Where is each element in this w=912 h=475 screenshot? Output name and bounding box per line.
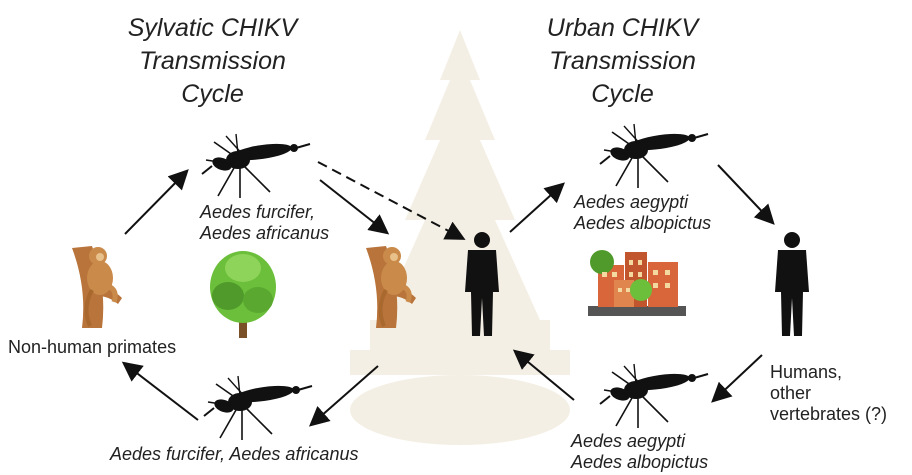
arrow-human-to-urban-mosquito xyxy=(510,185,562,232)
mosquito-icon-urban-top xyxy=(600,124,708,188)
city-buildings-icon xyxy=(588,250,686,316)
arrow-primate-to-mosquito-bottom xyxy=(312,366,378,424)
monkey-icon-center xyxy=(366,246,416,328)
person-icon-right xyxy=(775,232,809,336)
arrow-human-to-urban-mosquito-bottom xyxy=(714,355,762,400)
arrow-mosquito-to-primate-left xyxy=(125,364,198,420)
monkey-icon-left xyxy=(72,246,122,328)
arrow-urban-mosquito-to-human-center xyxy=(516,352,574,400)
tree-icon xyxy=(210,251,276,338)
mosquito-icon-sylvatic-bottom xyxy=(204,376,312,440)
dashed-arrow-mosquito-to-human xyxy=(318,162,462,238)
person-icon-center xyxy=(465,232,499,336)
mosquito-icon-urban-bottom xyxy=(600,364,708,428)
arrow-primate-to-mosquito xyxy=(125,172,186,234)
mosquito-icon-sylvatic-top xyxy=(202,134,310,198)
arrow-mosquito-to-primate xyxy=(320,180,386,232)
arrow-urban-mosquito-to-human xyxy=(718,165,772,222)
